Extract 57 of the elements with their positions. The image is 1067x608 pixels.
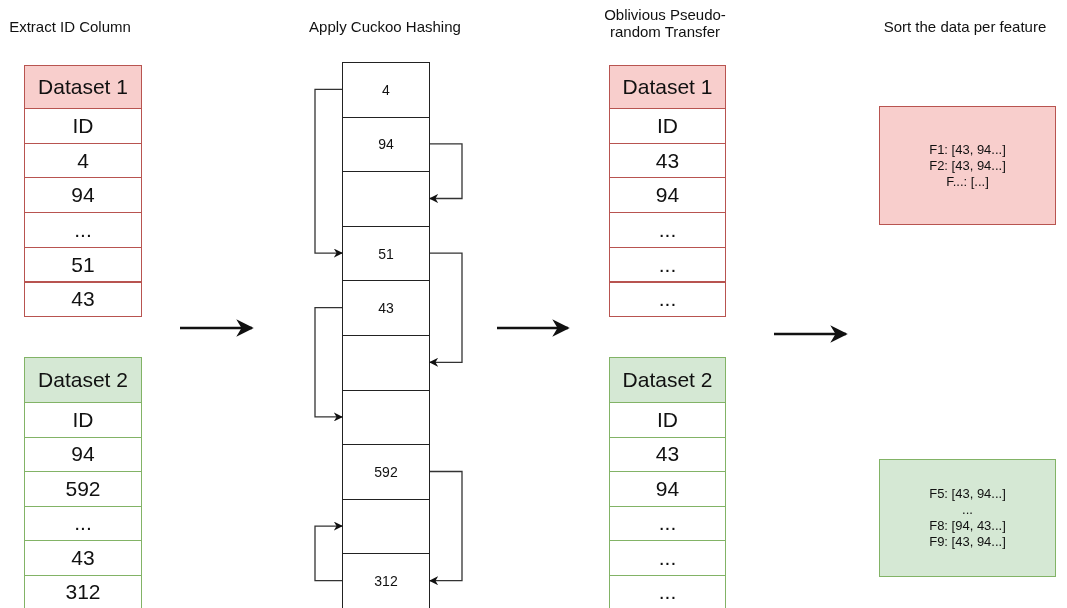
feature-line: ... <box>962 502 973 518</box>
table-cell: ... <box>609 505 726 541</box>
step-heading: Oblivious Pseudo-random Transfer <box>603 6 727 40</box>
hash-slot <box>342 335 430 391</box>
hash-slot: 312 <box>342 553 430 608</box>
table-cell: 592 <box>24 471 142 507</box>
table-cell: ID <box>24 402 142 438</box>
feature-line: F5: [43, 94...] <box>929 486 1006 502</box>
table-cell: 94 <box>609 177 726 214</box>
table-cell: ... <box>609 212 726 248</box>
table-cell: 94 <box>24 436 142 472</box>
arrow <box>314 521 343 582</box>
table-cell: 43 <box>609 142 726 179</box>
table-cell: ... <box>609 540 726 576</box>
table-cell: ... <box>24 212 142 248</box>
feature-line: F...: [...] <box>946 173 989 190</box>
hash-slot: 43 <box>342 280 430 336</box>
table-cell: ... <box>24 505 142 541</box>
table-cell: 4 <box>24 142 142 179</box>
hash-slot <box>342 171 430 227</box>
table-header: Dataset 2 <box>609 357 726 403</box>
table-cell: ID <box>24 108 142 144</box>
hash-slot: 51 <box>342 225 430 282</box>
arrow <box>429 470 463 586</box>
table-cell: ID <box>609 402 726 438</box>
step-heading: Sort the data per feature <box>882 18 1048 35</box>
step-heading: Apply Cuckoo Hashing <box>308 18 462 35</box>
hash-slot: 592 <box>342 444 430 500</box>
table-cell: ... <box>609 281 726 318</box>
table-cell: 51 <box>24 246 142 283</box>
hash-slot: 4 <box>342 62 430 118</box>
arrow <box>314 88 343 258</box>
step-heading: Extract ID Column <box>8 18 132 35</box>
table-cell: 43 <box>24 281 142 318</box>
feature-box <box>879 106 1056 225</box>
table-cell: ... <box>609 246 726 283</box>
table-cell: 312 <box>24 574 142 608</box>
feature-line: F2: [43, 94...] <box>929 157 1006 174</box>
table-cell: 94 <box>609 471 726 507</box>
arrow <box>429 143 463 204</box>
feature-line: F1: [43, 94...] <box>929 141 1006 158</box>
hash-slot <box>342 498 430 555</box>
arrow <box>314 307 343 422</box>
feature-line: F8: [94, 43...] <box>929 518 1006 534</box>
table-cell: 43 <box>609 436 726 472</box>
table-header: Dataset 1 <box>24 65 142 109</box>
arrow <box>429 252 463 367</box>
table-cell: ID <box>609 108 726 144</box>
table-cell: 94 <box>24 177 142 214</box>
table-header: Dataset 1 <box>609 65 726 109</box>
feature-line: F9: [43, 94...] <box>929 534 1006 550</box>
table-cell: ... <box>609 574 726 608</box>
table-cell: 43 <box>24 540 142 576</box>
hash-slot <box>342 389 430 446</box>
hash-slot: 94 <box>342 116 430 173</box>
feature-box <box>879 459 1056 577</box>
table-header: Dataset 2 <box>24 357 142 403</box>
